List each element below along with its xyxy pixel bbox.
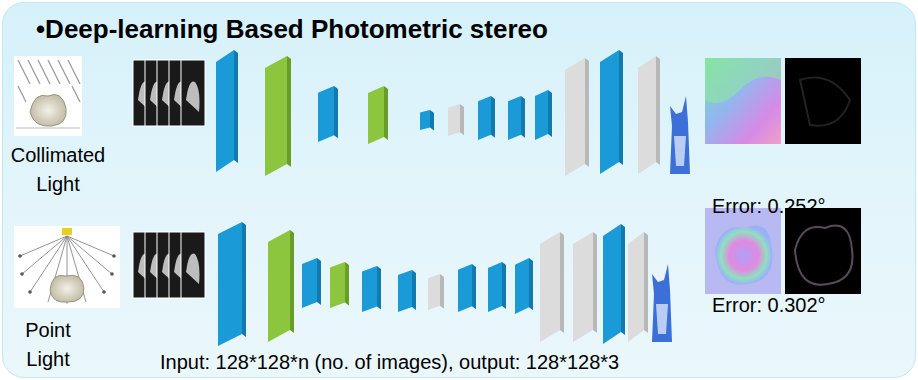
network-layer	[265, 56, 291, 176]
error-label: Error: 0.252°	[712, 192, 902, 221]
input-image-stack	[133, 60, 205, 126]
network-layer	[478, 96, 495, 140]
network-layer	[573, 232, 597, 342]
network-layer	[508, 96, 525, 140]
collimated-light-icon	[14, 56, 82, 136]
network-layer	[318, 86, 338, 142]
network-layer	[398, 270, 416, 312]
light-label: Collimated Light	[2, 141, 114, 199]
network-layer	[603, 224, 625, 344]
point-light-icon	[14, 226, 120, 308]
network-layer	[362, 266, 381, 312]
network-layer	[515, 258, 533, 314]
normal-map-images	[705, 58, 861, 294]
network-layer	[302, 258, 321, 308]
network-layer	[488, 262, 506, 312]
network-layer	[216, 50, 238, 172]
network-layer	[628, 232, 648, 342]
network-layer	[368, 86, 388, 144]
light-label: Point Light	[8, 316, 88, 374]
network-layer	[420, 110, 434, 131]
network-layer	[540, 232, 564, 342]
input-image-stack	[133, 232, 205, 298]
network-layer	[458, 264, 476, 312]
network-layer	[535, 90, 552, 140]
network-layer	[330, 262, 349, 308]
network-layer	[448, 104, 464, 136]
io-note: Input: 128*128*n (no. of images), output…	[160, 348, 619, 377]
network-layer	[638, 56, 660, 174]
output-normal-figure	[652, 264, 672, 342]
network-layer	[428, 274, 444, 310]
output-normal-figure	[670, 96, 690, 174]
error-label: Error: 0.302°	[712, 291, 902, 320]
diagram-title: •Deep-learning Based Photometric stereo	[36, 14, 548, 44]
network-layer	[565, 58, 589, 176]
network-layer	[600, 50, 623, 174]
network-layer	[268, 230, 294, 342]
network-layer	[218, 222, 246, 346]
